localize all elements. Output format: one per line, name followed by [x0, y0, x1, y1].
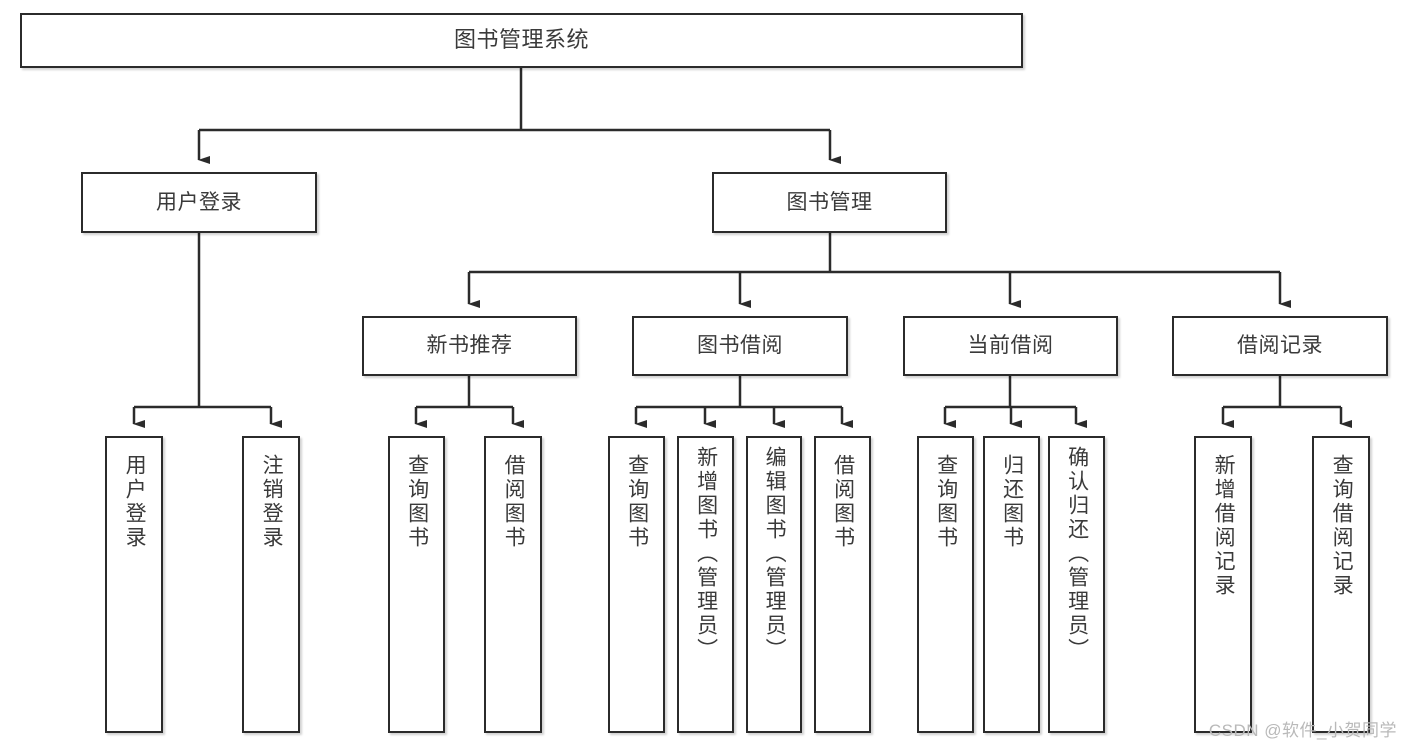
- node-book-borrow-label: 图书借阅: [697, 334, 783, 358]
- node-leaf-confirm-return-admin-label: 确认归还（管理员）: [1065, 446, 1089, 662]
- node-new-book-recommend-label: 新书推荐: [426, 334, 513, 358]
- node-leaf-return-book[interactable]: 归还图书: [983, 436, 1040, 733]
- node-leaf-user-login-label: 用户登录: [123, 454, 147, 550]
- node-leaf-edit-book-admin[interactable]: 编辑图书（管理员）: [746, 436, 802, 733]
- node-leaf-borrow-book-1-label: 借阅图书: [502, 454, 526, 550]
- node-leaf-add-book-admin-label: 新增图书（管理员）: [694, 446, 718, 662]
- node-leaf-borrow-book-1[interactable]: 借阅图书: [484, 436, 542, 733]
- node-leaf-logout[interactable]: 注销登录: [242, 436, 300, 733]
- node-user-login[interactable]: 用户登录: [81, 172, 317, 233]
- node-borrow-record-label: 借阅记录: [1237, 334, 1323, 358]
- node-leaf-confirm-return-admin[interactable]: 确认归还（管理员）: [1048, 436, 1105, 733]
- node-leaf-query-book-3-label: 查询图书: [934, 454, 958, 550]
- node-leaf-return-book-label: 归还图书: [1000, 454, 1024, 550]
- node-leaf-user-login[interactable]: 用户登录: [105, 436, 163, 733]
- node-leaf-query-borrow-record-label: 查询借阅记录: [1330, 454, 1354, 598]
- node-leaf-borrow-book-2[interactable]: 借阅图书: [814, 436, 871, 733]
- node-leaf-borrow-book-2-label: 借阅图书: [831, 454, 855, 550]
- node-leaf-query-book-3[interactable]: 查询图书: [917, 436, 974, 733]
- node-book-manage-label: 图书管理: [786, 190, 873, 214]
- node-current-borrow[interactable]: 当前借阅: [903, 316, 1118, 376]
- node-leaf-add-borrow-record[interactable]: 新增借阅记录: [1194, 436, 1252, 733]
- node-current-borrow-label: 当前借阅: [967, 334, 1054, 358]
- node-leaf-logout-label: 注销登录: [260, 454, 284, 550]
- node-new-book-recommend[interactable]: 新书推荐: [362, 316, 577, 376]
- node-leaf-query-book-2[interactable]: 查询图书: [608, 436, 665, 733]
- node-root-system-label: 图书管理系统: [453, 27, 589, 53]
- node-book-manage[interactable]: 图书管理: [712, 172, 947, 233]
- node-leaf-query-book-1-label: 查询图书: [405, 454, 429, 550]
- node-user-login-label: 用户登录: [156, 190, 242, 214]
- node-leaf-add-borrow-record-label: 新增借阅记录: [1212, 454, 1236, 598]
- node-book-borrow[interactable]: 图书借阅: [632, 316, 848, 376]
- node-root-system[interactable]: 图书管理系统: [20, 13, 1023, 68]
- node-leaf-add-book-admin[interactable]: 新增图书（管理员）: [677, 436, 734, 733]
- node-leaf-query-book-2-label: 查询图书: [625, 454, 649, 550]
- node-leaf-query-book-1[interactable]: 查询图书: [388, 436, 445, 733]
- node-leaf-edit-book-admin-label: 编辑图书（管理员）: [763, 446, 787, 662]
- node-leaf-query-borrow-record[interactable]: 查询借阅记录: [1312, 436, 1370, 733]
- node-borrow-record[interactable]: 借阅记录: [1172, 316, 1388, 376]
